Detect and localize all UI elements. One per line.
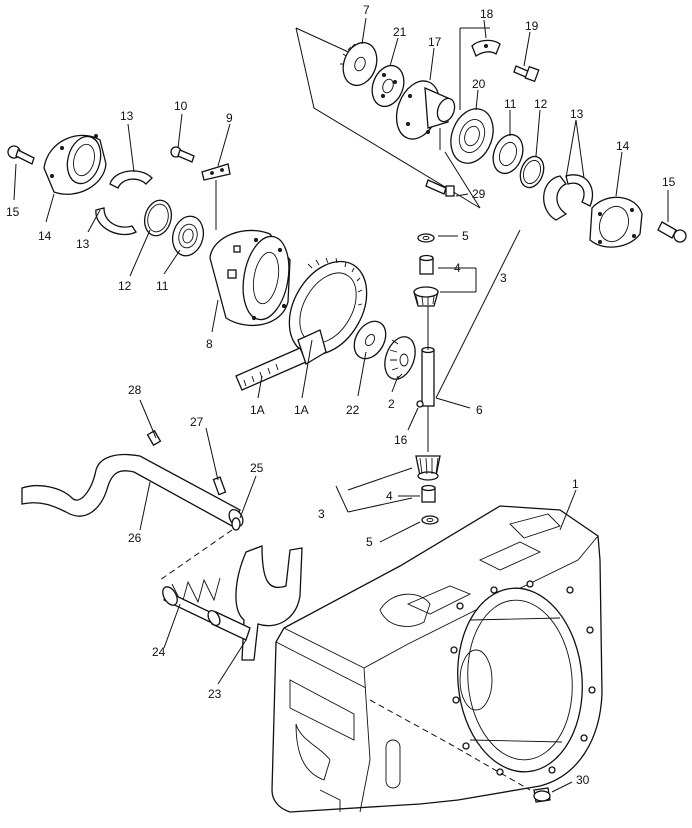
part-13-retainer-right xyxy=(543,174,594,221)
callout-23: 23 xyxy=(208,687,222,701)
center-pinion-stack xyxy=(413,229,521,525)
part-26-shift-lever xyxy=(21,453,244,528)
callout-28: 28 xyxy=(128,383,142,397)
part-4-bushing-upper xyxy=(419,254,434,275)
part-29-screw xyxy=(425,179,455,197)
callout-16: 16 xyxy=(394,433,408,447)
callout-11-left: 11 xyxy=(156,279,169,293)
part-3-pinion-gear-lower xyxy=(415,455,441,481)
callout-13-right: 13 xyxy=(570,107,584,121)
part-10-bolt xyxy=(170,146,195,163)
part-13-retainer-left xyxy=(95,170,153,236)
callout-15-left: 15 xyxy=(6,205,20,219)
callout-14-right: 14 xyxy=(616,139,630,153)
callout-11-right: 11 xyxy=(504,97,517,111)
callout-27: 27 xyxy=(190,415,204,429)
part-7-drive-plate xyxy=(340,41,378,87)
callout-labels: 7 21 18 17 19 20 11 12 13 14 15 29 10 9 … xyxy=(6,3,676,787)
part-12-snap-ring-right xyxy=(519,155,545,189)
shift-linkage xyxy=(21,429,303,661)
upper-left-assembly xyxy=(7,134,416,391)
part-15-bolt-left xyxy=(7,145,35,165)
part-11-bearing-left xyxy=(171,215,205,257)
part-1-transmission-housing xyxy=(271,505,603,813)
part-5-washer-upper xyxy=(417,233,435,243)
callout-25: 25 xyxy=(250,461,264,475)
leader-lines xyxy=(13,17,669,793)
callout-1a-left: 1A xyxy=(250,403,265,417)
callout-13-left-bottom: 13 xyxy=(76,237,90,251)
part-5-washer-lower xyxy=(421,515,439,525)
part-2-side-gear xyxy=(384,336,416,380)
callout-30: 30 xyxy=(576,773,590,787)
part-14-bearing-retainer-right xyxy=(589,196,643,248)
part-6-cross-shaft xyxy=(421,346,435,407)
callout-22: 22 xyxy=(346,403,360,417)
part-15-bolt-right xyxy=(657,221,687,243)
part-22-thrust-washer xyxy=(353,320,387,360)
callout-7: 7 xyxy=(363,3,370,17)
part-30-drain-plug xyxy=(533,787,551,803)
callout-13-left-top: 13 xyxy=(120,109,134,123)
callout-4-lower: 4 xyxy=(386,489,393,503)
callout-4-upper: 4 xyxy=(454,261,461,275)
part-28-spring-pin xyxy=(146,429,162,447)
part-1a-ring-gear-pinion xyxy=(235,257,368,391)
callout-21: 21 xyxy=(393,25,407,39)
callout-19: 19 xyxy=(525,19,539,33)
upper-right-assembly xyxy=(295,27,687,248)
part-19-bolt xyxy=(513,65,540,83)
part-17-hub xyxy=(395,80,456,140)
part-8-differential-case xyxy=(209,229,291,326)
part-18-clip xyxy=(471,39,501,57)
callout-5-lower: 5 xyxy=(366,535,373,549)
part-25-retaining-ring xyxy=(231,517,241,531)
part-14-bearing-retainer-left xyxy=(43,134,107,195)
callout-20: 20 xyxy=(472,77,486,91)
callout-12-left: 12 xyxy=(118,279,132,293)
part-11-bearing-right xyxy=(492,133,524,175)
callout-3-lower: 3 xyxy=(318,507,325,521)
callout-2: 2 xyxy=(388,397,395,411)
part-12-snap-ring-left xyxy=(143,199,173,237)
callout-1: 1 xyxy=(572,477,579,491)
callout-5-upper: 5 xyxy=(462,229,469,243)
callout-10: 10 xyxy=(174,99,188,113)
part-27-pin xyxy=(212,476,227,496)
callout-3-upper: 3 xyxy=(500,271,507,285)
callout-1a-right: 1A xyxy=(294,403,309,417)
callout-15-right: 15 xyxy=(662,175,676,189)
callout-9: 9 xyxy=(226,111,233,125)
callout-6: 6 xyxy=(476,403,483,417)
part-3-pinion-gear-upper xyxy=(413,286,439,307)
callout-17: 17 xyxy=(428,35,442,49)
part-23-shift-fork xyxy=(207,545,303,661)
callout-18: 18 xyxy=(480,7,494,21)
callout-12-right: 12 xyxy=(534,97,548,111)
callout-29: 29 xyxy=(472,187,486,201)
part-21-friction-disc xyxy=(371,64,405,108)
part-4-bushing-lower xyxy=(421,484,436,503)
callout-14-left: 14 xyxy=(38,229,52,243)
part-20-bearing-housing xyxy=(450,108,494,164)
callout-24: 24 xyxy=(152,645,166,659)
part-16-roll-pin xyxy=(416,400,424,408)
callout-26: 26 xyxy=(128,531,142,545)
part-24-spring xyxy=(162,577,221,623)
part-9-lock-plate xyxy=(201,163,231,181)
callout-8: 8 xyxy=(206,337,213,351)
